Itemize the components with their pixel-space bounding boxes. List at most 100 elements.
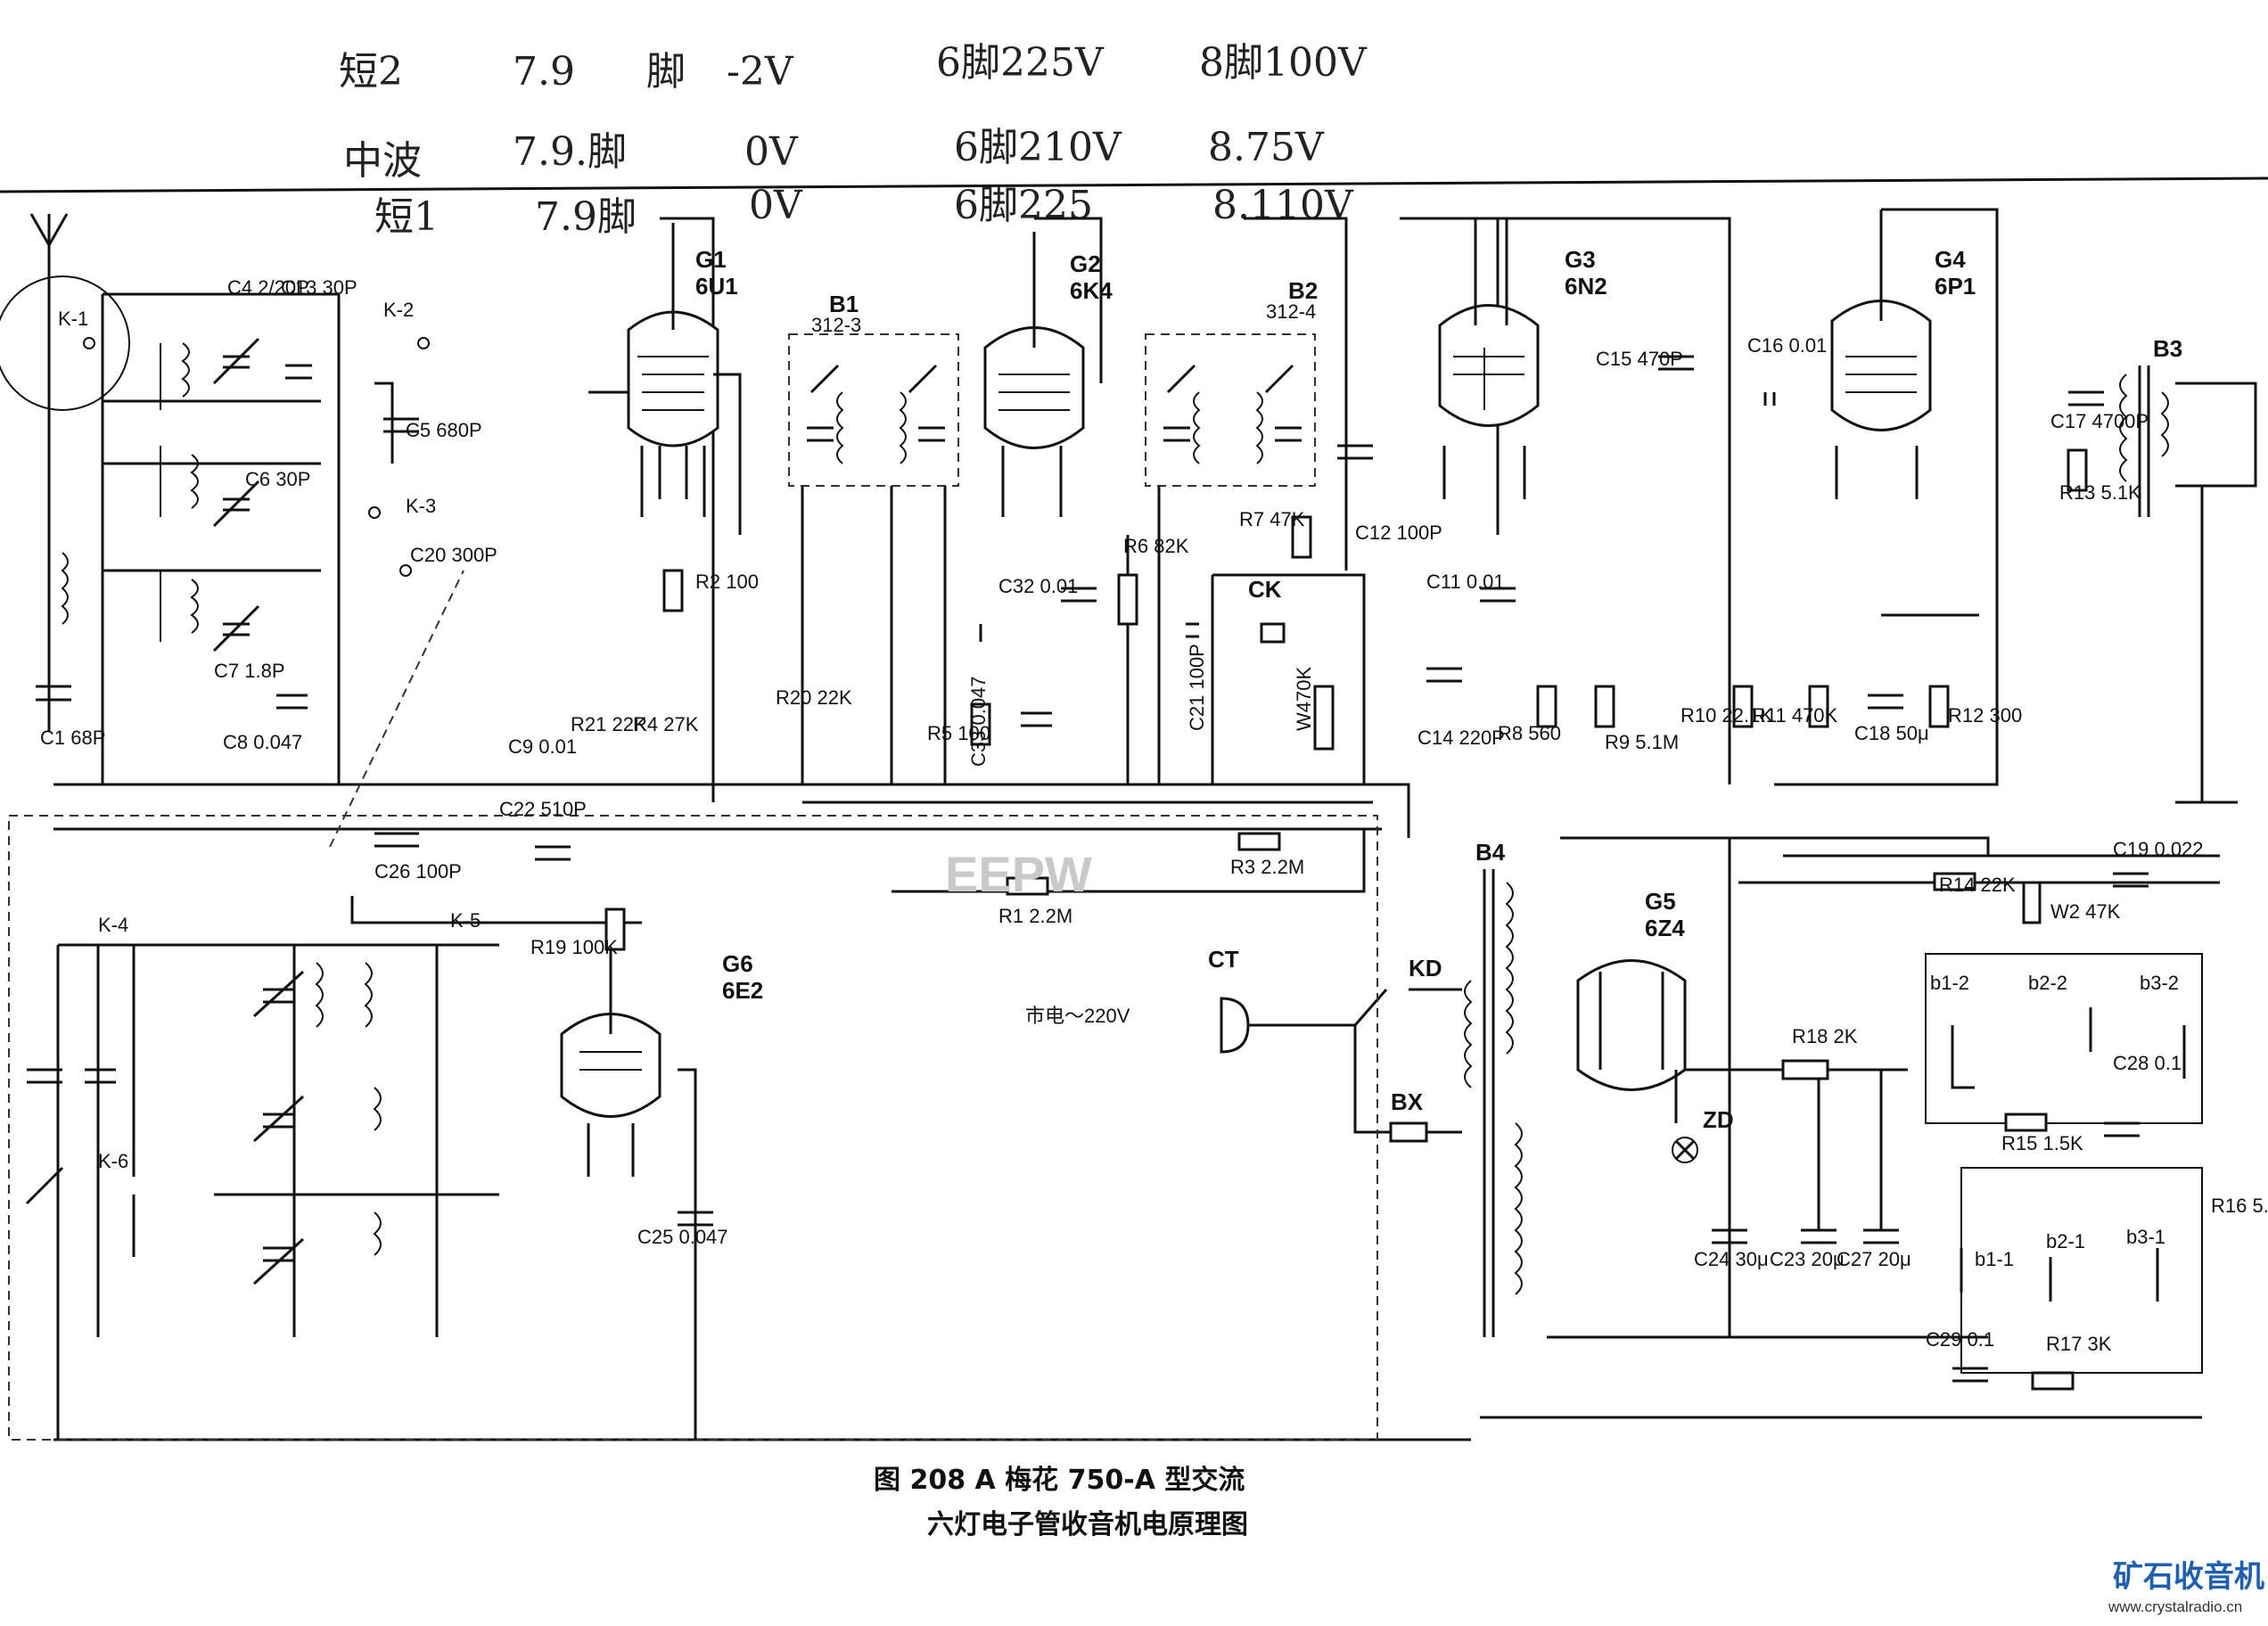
- component-labels: C4 2/20P C13 30P C5 680P C6 30P C7 1.8P …: [40, 276, 2149, 1270]
- tube-g5-type: 6Z4: [1645, 915, 1685, 941]
- k2-label: K-2: [383, 299, 414, 321]
- tube-g2: G2 6K4: [970, 232, 1138, 784]
- tube-g1: G1 6U1: [588, 223, 742, 612]
- b4-core: [1483, 869, 1495, 1337]
- tube-g3: G3 6N2: [1426, 218, 1776, 728]
- note-v79-1: -2V: [727, 49, 794, 94]
- note-pin6-3: 6脚225: [954, 183, 1093, 228]
- c22-label: C22 510P: [499, 798, 587, 820]
- bs-b3-2: b3-2: [2140, 972, 2179, 994]
- tube-g3-type: 6N2: [1565, 273, 1607, 300]
- tube-g5-body: [1576, 959, 1687, 1091]
- note-pins-2: 7.9.脚: [513, 129, 627, 175]
- ck-label: CK: [1248, 576, 1282, 603]
- note-pin8-1: 8脚100V: [1199, 40, 1368, 86]
- note-pin8-2: 8.75V: [1208, 125, 1325, 170]
- note-band-2: 中波: [343, 138, 422, 184]
- tone-switch-section: b1-2 b2-2 b3-2 b1-1 b2-1 b3-1 R14 22K W2…: [1925, 838, 2268, 1391]
- c18-label: C18 50μ: [1854, 722, 1929, 744]
- note-band-1: 短2: [339, 49, 403, 94]
- tube-g6-ref: G6: [722, 950, 753, 977]
- bs-b1-1: b1-1: [1975, 1248, 2014, 1270]
- oscillator-section: G6 6E2: [8, 570, 1378, 1441]
- c32-label: C32 0.01: [998, 575, 1078, 597]
- watermark: EEPW: [945, 846, 1092, 902]
- r10-label: R10 22.1K: [1680, 704, 1773, 727]
- coil-l2: [190, 454, 199, 509]
- note-pinword-1: 脚: [646, 49, 686, 94]
- r1-label: R1 2.2M: [998, 905, 1072, 927]
- k5-label: K-5: [450, 909, 481, 932]
- r6-label: R6 82K: [1123, 535, 1189, 557]
- if-transformer-b2: B2 312-4: [1145, 277, 1373, 784]
- r16-label: R16 5.1K: [2211, 1195, 2268, 1217]
- tube-g6-type: 6E2: [722, 977, 763, 1004]
- c20-label: C20 300P: [410, 544, 497, 566]
- r17-label: R17 3K: [2046, 1333, 2112, 1355]
- c12-label: C12 100P: [1355, 521, 1442, 544]
- note-pin8-3: 8.110V: [1212, 183, 1354, 228]
- c8-label: C8 0.047: [223, 731, 302, 753]
- tube-g4-type: 6P1: [1935, 273, 1976, 300]
- c16-label: C16 0.01: [1747, 334, 1827, 357]
- r11-label: R11 470K: [1752, 704, 1838, 727]
- c7-label: C7 1.8P: [214, 660, 285, 682]
- b1-ref: B1: [829, 291, 859, 317]
- bs-b2-1: b2-1: [2046, 1230, 2085, 1252]
- note-pins-1: 7.9: [513, 49, 575, 94]
- c5-label: C5 680P: [406, 419, 482, 441]
- c29-label: C29 0.1: [1926, 1328, 1994, 1351]
- c26-label: C26 100P: [374, 860, 462, 883]
- b3-ref: B3: [2153, 335, 2182, 362]
- r20-label: R20 22K: [776, 686, 852, 709]
- c28-label: C28 0.1: [2113, 1052, 2182, 1074]
- bs-b3-1: b3-1: [2126, 1226, 2165, 1248]
- c4-label: C4 2/20P: [227, 276, 309, 299]
- antenna-section: [0, 213, 430, 784]
- c21-label: C21 100P: [1186, 644, 1208, 731]
- b2-label: 312-4: [1266, 300, 1316, 323]
- antenna-circle-annotation: [0, 275, 130, 411]
- note-pin6-2: 6脚210V: [954, 125, 1122, 170]
- k6-label: K-6: [98, 1150, 128, 1172]
- handwritten-notes: 短2 7.9 脚 -2V 6脚225V 8脚100V 中波 7.9.脚 0V 6…: [339, 40, 1368, 240]
- c1-label: C1 68P: [40, 727, 105, 749]
- b2-ref: B2: [1288, 277, 1318, 304]
- c14-label: C14 220P: [1418, 727, 1505, 749]
- fuse-bx: [1389, 1121, 1428, 1143]
- c17-label: C17 4700P: [2050, 410, 2149, 432]
- c9-label: C9 0.01: [508, 735, 577, 758]
- k1-label: K-1: [58, 308, 88, 330]
- r7-label: R7 47K: [1239, 508, 1305, 530]
- tube-g2-type: 6K4: [1070, 277, 1113, 304]
- r5-label: R5 100: [927, 722, 990, 744]
- note-v79-3: 0V: [749, 183, 803, 228]
- c24-label: C24 30μ: [1694, 1248, 1769, 1270]
- r8-label: R8 560: [1498, 722, 1561, 744]
- c23-label: C23 20μ: [1770, 1248, 1845, 1270]
- power-supply: B4 G5 6Z4 CT 市电～220V KD BX ZD: [1025, 838, 1988, 1339]
- tube-g6-body: [560, 1013, 662, 1118]
- r13-label: R13 5.1K: [2059, 481, 2141, 504]
- coil-l3: [190, 579, 199, 634]
- r19-label: R19 100K: [530, 936, 618, 958]
- output-transformer-b3: B3: [2067, 335, 2257, 804]
- coil-la: [61, 552, 69, 625]
- plug-icon: [1220, 997, 1250, 1054]
- c19-label: C19 0.022: [2113, 838, 2204, 860]
- note-v79-2: 0V: [744, 129, 799, 175]
- top-border: [0, 177, 2268, 193]
- r21-label: R21 22K: [571, 713, 647, 735]
- c27-label: C27 20μ: [1837, 1248, 1911, 1270]
- r12-label: R12 300: [1948, 704, 2022, 727]
- k4-label: K-4: [98, 914, 128, 936]
- tube-g1-ref: G1: [695, 246, 727, 273]
- tube-g4-ref: G4: [1935, 246, 1966, 273]
- r9-label: R9 5.1M: [1605, 731, 1679, 753]
- r4-label: R4 27K: [633, 713, 699, 735]
- r15-label: R15 1.5K: [2001, 1132, 2083, 1154]
- tube-g4: G4 6P1: [1808, 209, 1979, 728]
- c13-label: C13 30P: [281, 276, 357, 299]
- kd-label: KD: [1409, 955, 1442, 981]
- caption-line-2: 六灯电子管收音机电原理图: [927, 1509, 1248, 1540]
